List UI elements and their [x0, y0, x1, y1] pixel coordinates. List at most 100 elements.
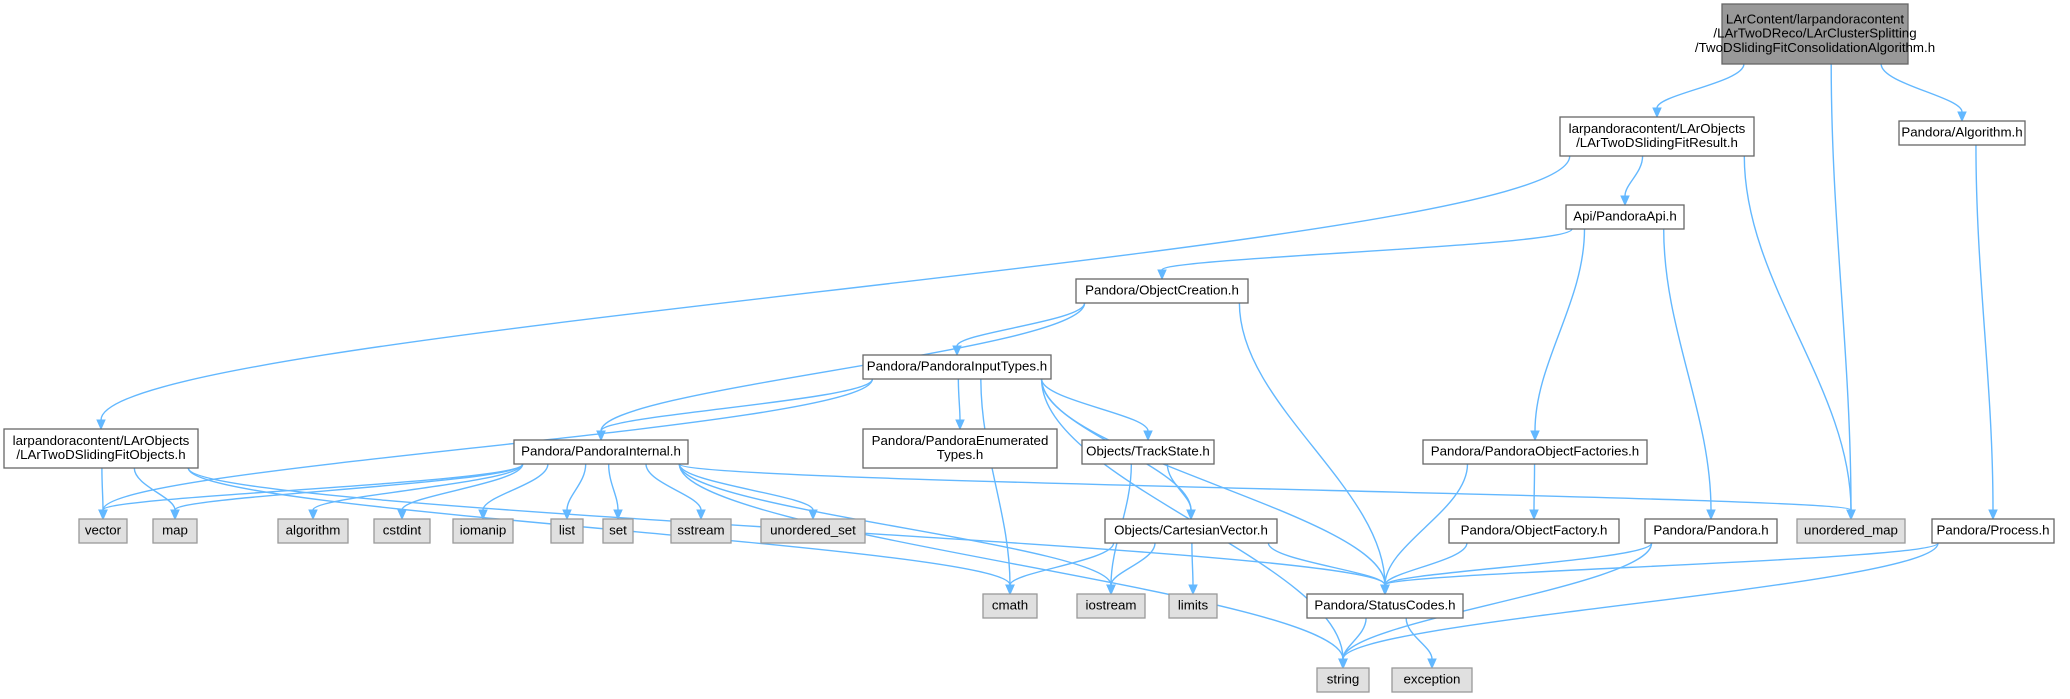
- edge-process-to-statuscodes: [1380, 542, 1939, 596]
- node-box: [513, 439, 689, 465]
- edge-arrowhead: [98, 509, 108, 521]
- edge-internal-to-algo: [308, 463, 524, 521]
- edge-line: [600, 378, 874, 432]
- edge-line: [312, 463, 524, 511]
- edge-arrowhead: [1186, 509, 1196, 521]
- node-label-line: Pandora/ObjectCreation.h: [1085, 283, 1239, 298]
- edge-line: [1384, 542, 1939, 586]
- node-box: [1644, 518, 1778, 544]
- edge-arrowhead: [1188, 584, 1198, 596]
- edge-arrowhead: [696, 509, 706, 521]
- node-box: [1104, 518, 1278, 544]
- edge-line: [1267, 542, 1386, 586]
- edge-cartvector-to-cmath: [1005, 542, 1115, 596]
- node-box: [1931, 518, 2055, 544]
- edge-fitresult-to-unordmap: [1743, 155, 1856, 521]
- edge-line: [174, 463, 524, 511]
- node-label-line: Pandora/Algorithm.h: [1901, 125, 2022, 140]
- edge-arrowhead: [397, 509, 407, 521]
- node-map: map: [152, 518, 198, 544]
- node-box: [152, 518, 198, 544]
- edge-algorithm-to-process: [1975, 144, 1998, 521]
- node-label-line: Pandora/PandoraEnumerated: [872, 433, 1049, 448]
- node-label-line: algorithm: [286, 523, 341, 538]
- node-label-line: /LArTwoDReco/LArClusterSplitting: [1713, 26, 1916, 41]
- edge-line: [102, 463, 524, 511]
- node-label-line: sstream: [677, 523, 724, 538]
- node-box: [1721, 3, 1909, 65]
- edge-arrowhead: [808, 509, 818, 521]
- node-label-line: larpandoracontent/LArObjects: [13, 433, 190, 448]
- edge-cartvector-to-iostream: [1106, 542, 1156, 596]
- edge-line: [1009, 542, 1115, 586]
- node-box: [1075, 278, 1249, 304]
- edge-cartvector-to-limits: [1188, 542, 1198, 596]
- node-trackstate[interactable]: Objects/TrackState.h: [1081, 439, 1215, 465]
- node-box: [1306, 593, 1464, 619]
- edge-line: [1663, 228, 1712, 511]
- node-unordset: unordered_set: [760, 518, 866, 544]
- edge-line: [1342, 542, 1939, 660]
- edge-fitresult-to-pandoraapi: [1620, 155, 1644, 207]
- node-box: [862, 428, 1058, 469]
- node-box: [602, 518, 634, 544]
- node-cartvector[interactable]: Objects/CartesianVector.h: [1104, 518, 1278, 544]
- edge-pandoraapi-to-objfactories: [1530, 228, 1586, 442]
- edge-internal-to-iomanip: [478, 463, 549, 521]
- node-statuscodes[interactable]: Pandora/StatusCodes.h: [1306, 593, 1464, 619]
- edge-line: [600, 302, 1086, 432]
- node-label-line: Objects/TrackState.h: [1086, 444, 1210, 459]
- edge-internal-to-map: [170, 463, 524, 521]
- node-label-line: unordered_set: [770, 523, 856, 538]
- node-label-line: LArContent/larpandoracontent: [1726, 11, 1904, 26]
- node-box: [1565, 204, 1685, 230]
- node-fitresult[interactable]: larpandoracontent/LArObjects/LArTwoDSlid…: [1559, 116, 1755, 157]
- node-pandoraapi[interactable]: Api/PandoraApi.h: [1565, 204, 1685, 230]
- node-sstream: sstream: [670, 518, 732, 544]
- edge-inputtypes-to-enumtypes: [955, 378, 965, 431]
- edge-line: [1384, 463, 1469, 586]
- node-unordmap: unordered_map: [1796, 518, 1906, 544]
- edge-inputtypes-to-statuscodes: [1040, 378, 1390, 596]
- node-list: list: [550, 518, 584, 544]
- node-label-line: list: [559, 523, 576, 538]
- edge-line: [1533, 463, 1536, 511]
- node-inputtypes[interactable]: Pandora/PandoraInputTypes.h: [862, 354, 1052, 380]
- edge-line: [1040, 378, 1149, 432]
- node-label-line: /TwoDSlidingFitConsolidationAlgorithm.h: [1695, 40, 1935, 55]
- edge-arrowhead: [478, 509, 488, 521]
- edge-arrowhead: [1957, 111, 1967, 123]
- edge-fitresult-to-fitobjects: [96, 155, 1571, 431]
- node-box: [373, 518, 431, 544]
- edge-line: [1975, 144, 1994, 511]
- node-root[interactable]: LArContent/larpandoracontent/LArTwoDReco…: [1695, 3, 1935, 65]
- edge-layer: [96, 63, 1998, 670]
- edge-line: [1830, 63, 1852, 511]
- node-objfactories[interactable]: Pandora/PandoraObjectFactories.h: [1422, 439, 1648, 465]
- node-label-line: cmath: [992, 598, 1028, 613]
- node-label-line: unordered_map: [1804, 523, 1898, 538]
- node-box: [1559, 116, 1755, 157]
- node-label-line: larpandoracontent/LArObjects: [1569, 121, 1746, 136]
- edge-arrowhead: [1143, 430, 1153, 442]
- node-objfactory[interactable]: Pandora/ObjectFactory.h: [1448, 518, 1620, 544]
- node-internal[interactable]: Pandora/PandoraInternal.h: [513, 439, 689, 465]
- node-label-line: exception: [1404, 672, 1461, 687]
- edge-arrowhead: [1529, 509, 1539, 521]
- edge-arrowhead: [596, 430, 606, 442]
- edge-line: [607, 463, 619, 511]
- node-process[interactable]: Pandora/Process.h: [1931, 518, 2055, 544]
- edge-arrowhead: [1652, 107, 1662, 119]
- edge-internal-to-string: [678, 463, 1348, 670]
- node-exception: exception: [1391, 667, 1473, 693]
- node-objcreation[interactable]: Pandora/ObjectCreation.h: [1075, 278, 1249, 304]
- node-box: [1081, 439, 1215, 465]
- node-pandora[interactable]: Pandora/Pandora.h: [1644, 518, 1778, 544]
- edge-line: [1656, 63, 1745, 109]
- edge-root-to-fitresult: [1652, 63, 1745, 119]
- node-fitobjects[interactable]: larpandoracontent/LArObjects/LArTwoDSlid…: [3, 428, 199, 469]
- edge-internal-to-sstream: [645, 463, 706, 521]
- node-algorithm[interactable]: Pandora/Algorithm.h: [1898, 120, 2026, 146]
